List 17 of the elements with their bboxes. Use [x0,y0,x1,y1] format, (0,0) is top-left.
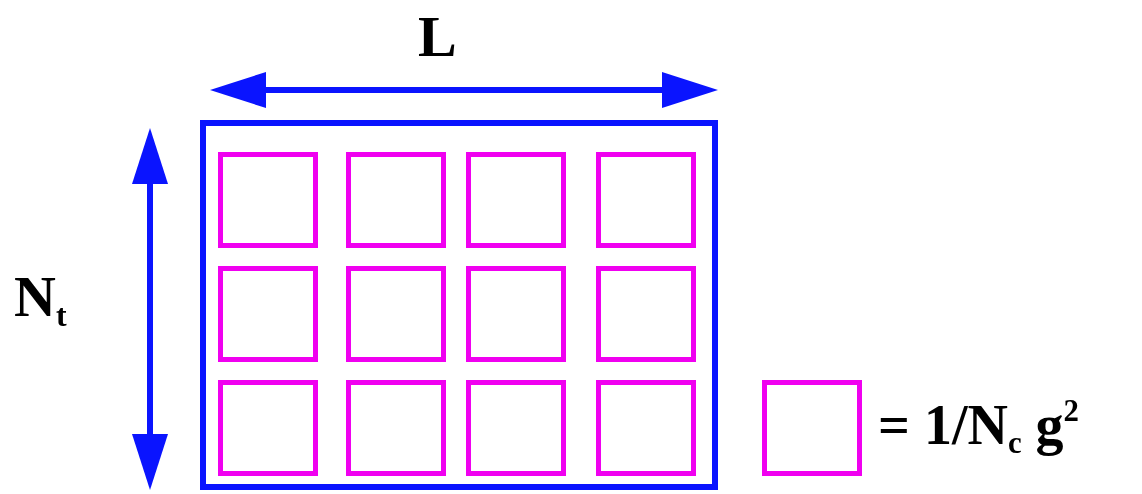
square-cell [346,152,446,248]
square-cell [466,380,566,476]
square-cell [218,266,318,362]
square-cell [596,266,696,362]
square-cell [346,380,446,476]
square-cell [762,380,862,476]
grid-frame [200,120,718,490]
square-cell [346,266,446,362]
dimension-label: L [418,8,457,66]
square-cell [218,152,318,248]
square-cell [596,152,696,248]
square-cell [466,152,566,248]
square-cell [218,380,318,476]
dimension-label: N$_{t}$ [14,268,67,332]
square-cell [596,380,696,476]
formula-text: = 1/N$_{c}$ g$^{2}$ [878,396,1079,460]
square-cell [466,266,566,362]
